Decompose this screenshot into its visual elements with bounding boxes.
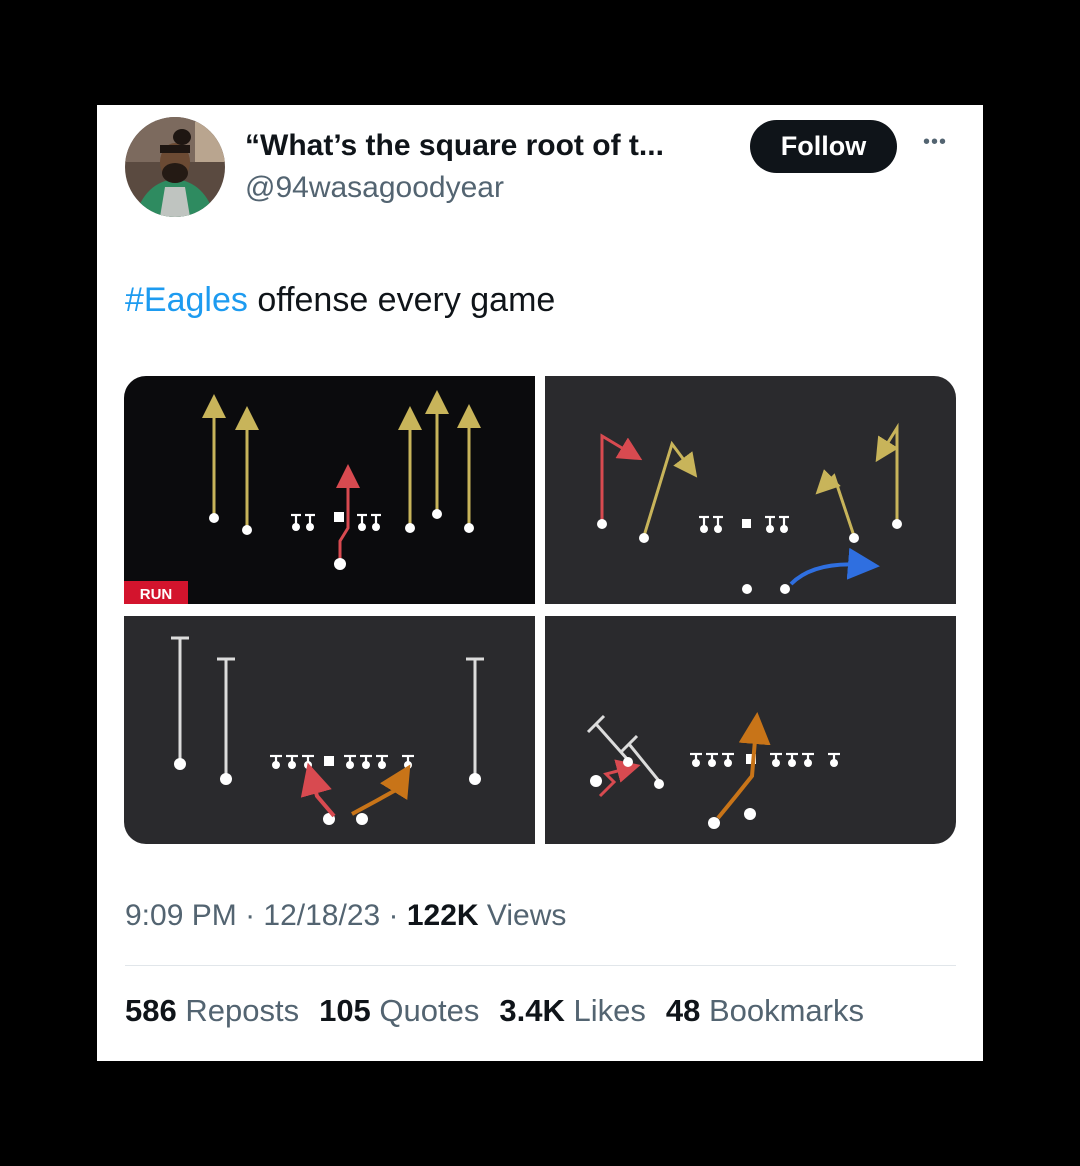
quotes-stat[interactable]: 105 Quotes — [319, 993, 479, 1029]
stat-label: Quotes — [370, 993, 480, 1028]
stat-label: Likes — [564, 993, 646, 1028]
tweet-meta: 9:09 PM · 12/18/23 · 122K Views — [125, 899, 566, 933]
tweet-text: #Eagles offense every game — [125, 281, 555, 320]
tweet-time[interactable]: 9:09 PM — [125, 899, 237, 932]
meta-separator: · — [236, 899, 264, 932]
tweet-card: “What’s the square root of t... @94wasag… — [97, 105, 983, 1061]
play-panel-top-right — [545, 376, 956, 604]
more-horizontal-icon[interactable]: ••• — [922, 131, 947, 153]
stat-label: Reposts — [176, 993, 300, 1028]
user-handle[interactable]: @94wasagoodyear — [245, 171, 504, 204]
reposts-stat[interactable]: 586 Reposts — [125, 993, 299, 1029]
stat-count: 3.4K — [499, 993, 565, 1028]
tweet-body: offense every game — [247, 281, 556, 319]
stat-label: Bookmarks — [700, 993, 864, 1028]
avatar-image — [125, 117, 225, 217]
hashtag-link[interactable]: #Eagles — [125, 281, 248, 319]
stat-count: 48 — [665, 993, 701, 1028]
views-label: Views — [478, 899, 567, 932]
views-count: 122K — [406, 899, 479, 932]
tweet-media[interactable]: RUN — [124, 376, 956, 844]
play-diagram-image: RUN — [124, 376, 956, 844]
likes-stat[interactable]: 3.4K Likes — [499, 993, 645, 1029]
play-panel-bottom-right — [545, 616, 956, 844]
stat-count: 586 — [125, 993, 177, 1028]
meta-separator: · — [380, 899, 407, 932]
engagement-stats: 586 Reposts 105 Quotes 3.4K Likes 48 Boo… — [125, 993, 864, 1029]
avatar[interactable] — [125, 117, 225, 217]
bookmarks-stat[interactable]: 48 Bookmarks — [666, 993, 864, 1029]
play-panel-bottom-left — [124, 616, 535, 844]
tweet-date[interactable]: 12/18/23 — [263, 899, 381, 932]
play-panel-top-left: RUN — [124, 376, 535, 604]
follow-button[interactable]: Follow — [750, 120, 897, 173]
divider — [125, 965, 956, 966]
display-name[interactable]: “What’s the square root of t... — [245, 129, 664, 162]
stat-count: 105 — [319, 993, 371, 1028]
run-badge: RUN — [140, 586, 173, 603]
